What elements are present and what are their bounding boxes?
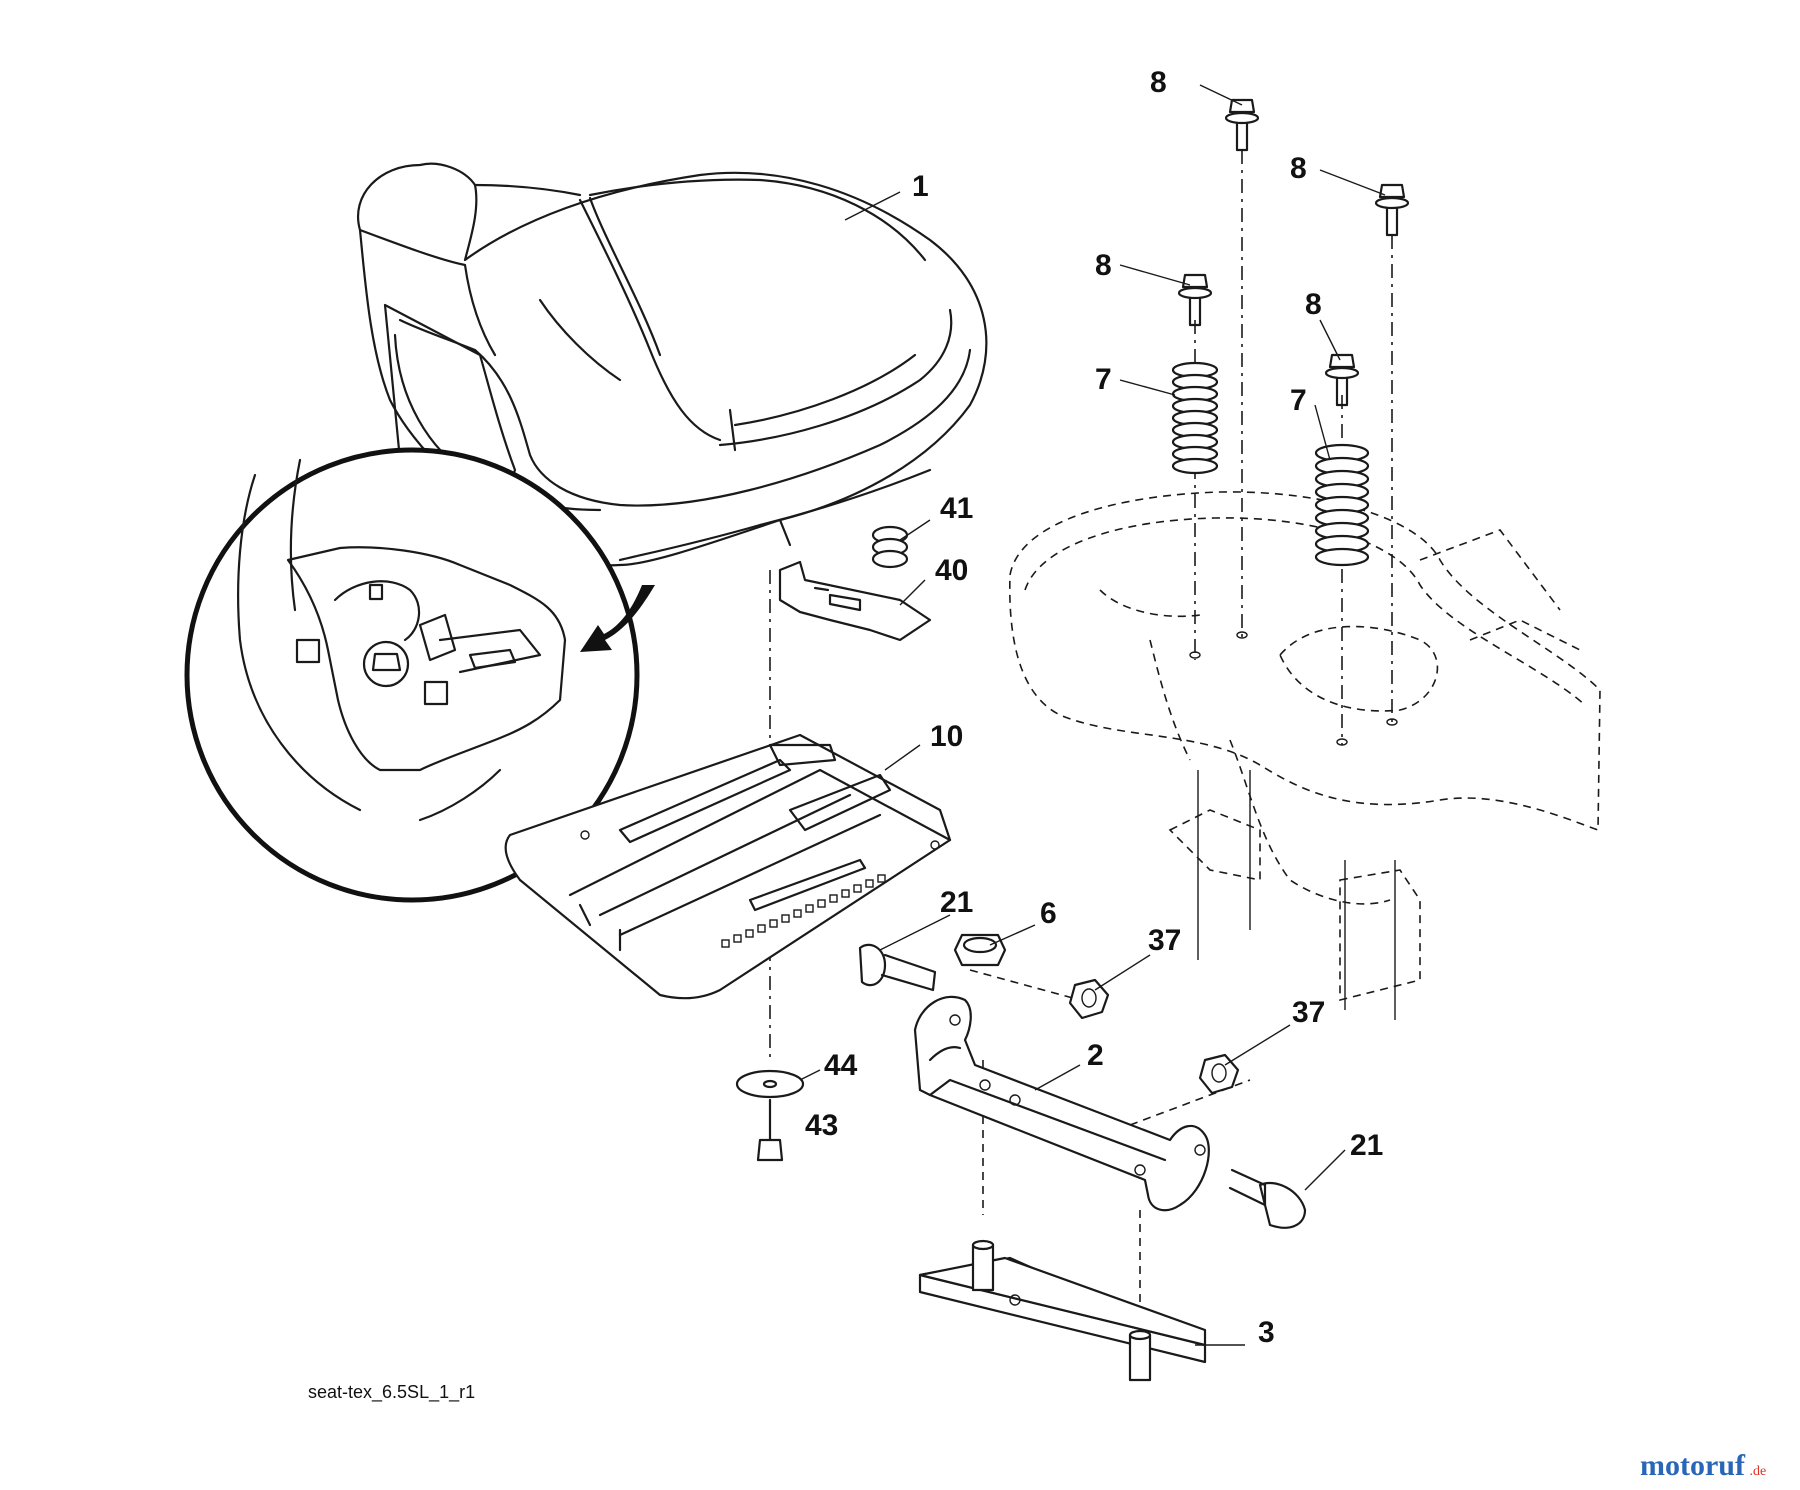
svg-text:motoruf .de: motoruf .de [1640,1449,1766,1482]
base-plate-part-3 [918,1239,1207,1382]
bolt-part-21-a [858,943,937,992]
callout-40: 40 [935,554,968,587]
frame-mount-holes [1189,631,1398,746]
bolt-part-21-b [1228,1168,1307,1229]
spring-part-7-b [1314,443,1370,567]
spring-part-7-a [1171,361,1219,475]
bracket-part-2 [913,995,1210,1212]
watermark-suffix: .de [1749,1464,1766,1479]
bolt-part-43 [756,1098,784,1162]
nut-part-6 [953,933,1007,967]
brand-watermark: motoruf .de [1640,1449,1766,1482]
callout-37-upper: 37 [1148,924,1181,957]
latch-part-40 [778,560,932,642]
callout-1: 1 [912,170,929,203]
callout-leader-lines [799,84,1386,1346]
callout-8-mid: 8 [1305,288,1322,321]
bolt-part-8-d [1324,353,1360,407]
nut-part-37-b [1198,1053,1240,1095]
seat-plate-slot-holes [721,874,886,948]
nut-part-37-a [1068,978,1110,1020]
callout-8-top: 8 [1150,66,1167,99]
callout-43: 43 [805,1109,838,1142]
callout-44: 44 [824,1049,858,1082]
callout-21-right: 21 [1350,1129,1383,1162]
callout-numbers: 1 8 8 8 8 7 7 41 40 10 21 6 37 37 2 21 4… [805,66,1383,1349]
detail-arrow-icon [580,585,655,652]
spring-part-41 [871,525,909,569]
callout-6: 6 [1040,897,1057,930]
drawing-reference: seat-tex_6.5SL_1_r1 [308,1382,475,1403]
bolt-part-8-c [1177,273,1213,327]
tractor-frame-outline [1008,491,1601,1002]
callout-41: 41 [940,492,973,525]
bolt-part-8-a [1224,98,1260,152]
latch-detail-circle [184,447,640,903]
frame-uprights [1197,770,1396,1020]
callout-10: 10 [930,720,963,753]
callout-21-left: 21 [940,886,973,919]
callout-8-left: 8 [1095,249,1112,282]
callout-7-right: 7 [1290,384,1307,417]
callout-8-right: 8 [1290,152,1307,185]
callout-2: 2 [1087,1039,1104,1072]
seat-plate-part-10 [504,733,952,1000]
callout-3: 3 [1258,1316,1275,1349]
bolt-part-8-b [1374,183,1410,237]
callout-37-lower: 37 [1292,996,1325,1029]
washer-part-44 [735,1069,805,1099]
watermark-name: motoruf [1640,1449,1746,1482]
callout-7-left: 7 [1095,363,1112,396]
